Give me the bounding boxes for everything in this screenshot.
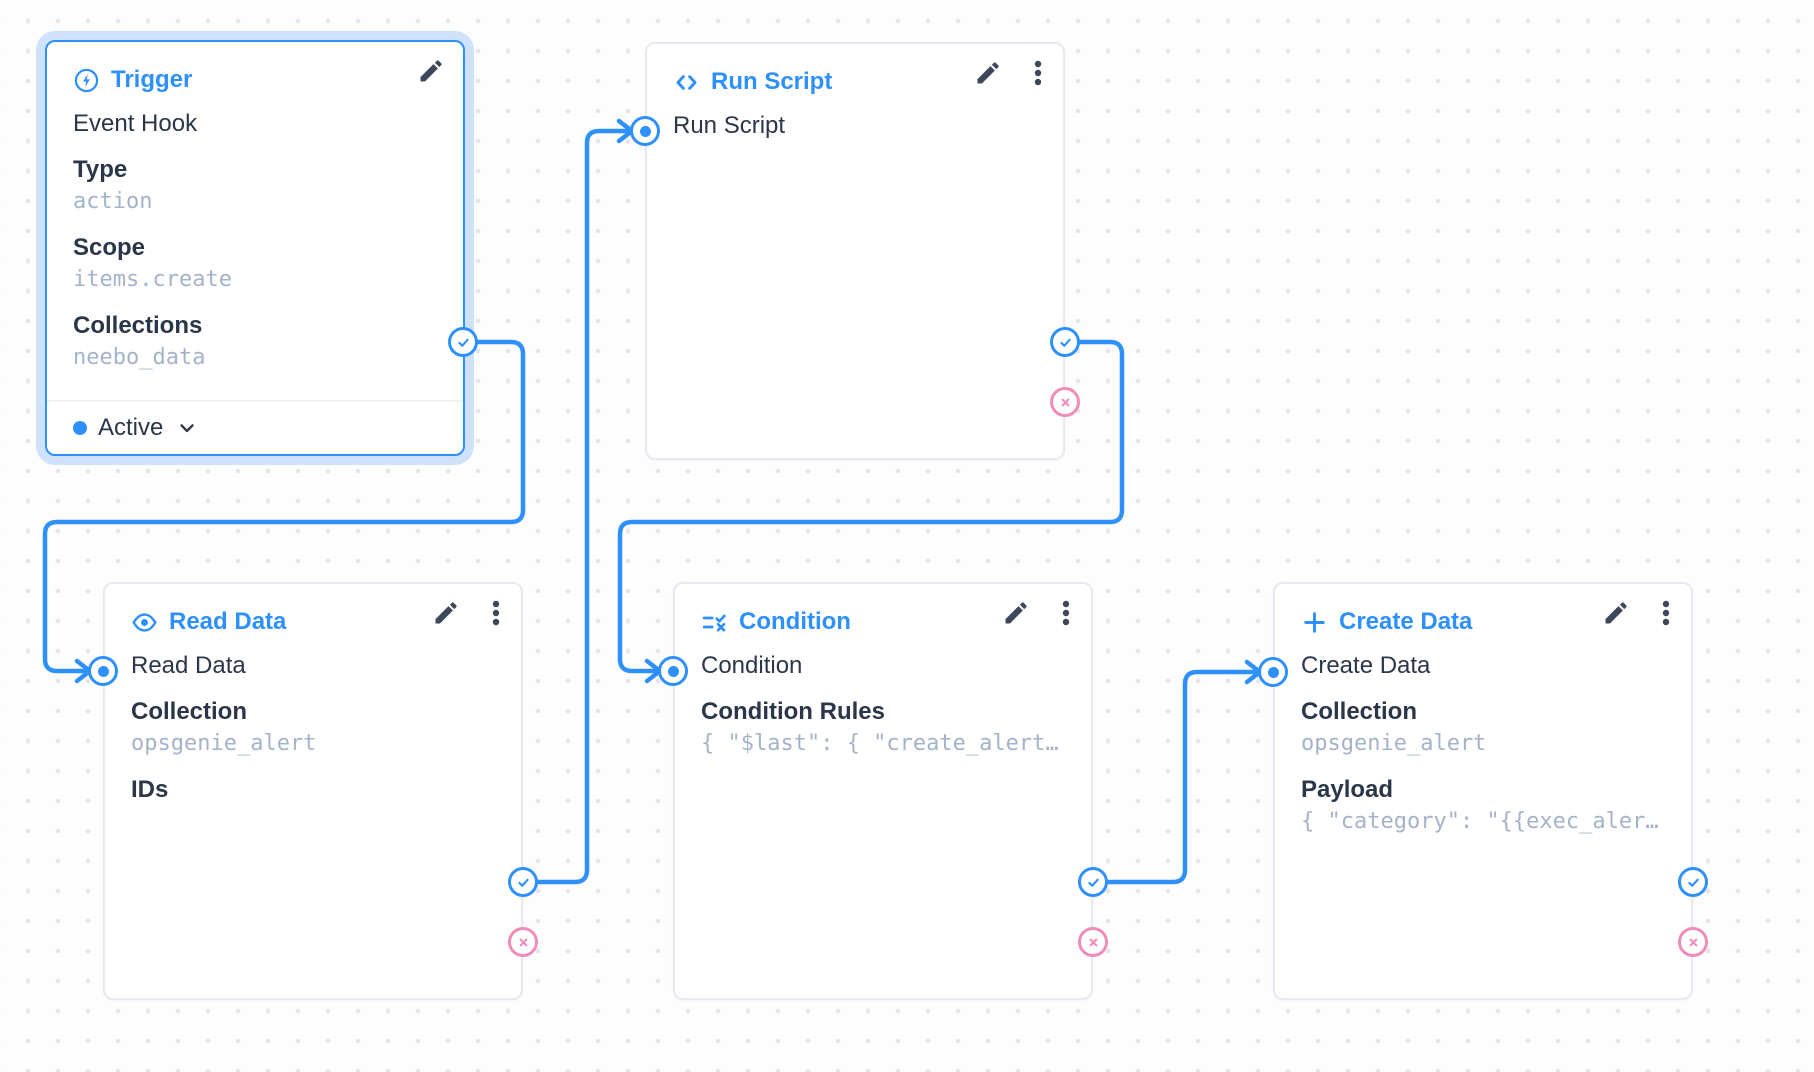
- field-collection: Collection opsgenie_alert: [131, 698, 317, 756]
- plus-icon: [1304, 611, 1325, 633]
- reject-port[interactable]: [1678, 927, 1708, 957]
- status-active-dot: [73, 421, 87, 435]
- check-icon: [1687, 878, 1699, 887]
- resolve-port[interactable]: [508, 867, 538, 897]
- edit-pencil-icon[interactable]: [1602, 599, 1630, 627]
- field-collections: Collections neebo_data: [73, 312, 206, 370]
- operation-name: Run Script: [673, 112, 786, 139]
- edit-pencil-icon[interactable]: [432, 599, 460, 627]
- resolve-port[interactable]: [1050, 327, 1080, 357]
- node-title: Create Data: [1339, 608, 1473, 635]
- code-icon: [676, 74, 697, 90]
- check-icon: [517, 878, 529, 887]
- operation-name: Create Data: [1301, 652, 1431, 679]
- input-port[interactable]: [630, 116, 660, 146]
- more-options-icon[interactable]: [1033, 59, 1043, 87]
- node-title: Read Data: [169, 608, 287, 635]
- resolve-port[interactable]: [448, 327, 478, 357]
- wire-read-data-to-run-script: [535, 128, 631, 885]
- edit-pencil-icon[interactable]: [974, 59, 1002, 87]
- x-icon: [1061, 398, 1069, 406]
- node-title: Run Script: [711, 68, 833, 95]
- operation-name: Event Hook: [73, 110, 198, 137]
- node-create-data-header: Create Data: [1275, 584, 1691, 638]
- check-icon: [1087, 878, 1099, 887]
- node-read-data-body: Read Data Collection opsgenie_alert IDs: [105, 638, 521, 806]
- bolt-circle-icon: [74, 68, 99, 92]
- x-icon: [1689, 938, 1697, 946]
- eye-icon: [132, 612, 157, 632]
- field-type: Type action: [73, 156, 153, 214]
- reject-port[interactable]: [1050, 387, 1080, 417]
- reject-port[interactable]: [508, 927, 538, 957]
- node-title: Condition: [739, 608, 851, 635]
- node-condition[interactable]: Condition Condition Condition Rules { "$…: [673, 582, 1093, 1000]
- node-run-script-header: Run Script: [647, 44, 1063, 98]
- field-ids: IDs: [131, 776, 169, 803]
- field-collection: Collection opsgenie_alert: [1301, 698, 1487, 756]
- node-create-data[interactable]: Create Data Create Data Collection opsge…: [1273, 582, 1693, 1000]
- edit-pencil-icon[interactable]: [417, 57, 445, 85]
- input-port-dot-icon: [1267, 666, 1279, 678]
- check-icon: [1059, 338, 1071, 347]
- node-condition-header: Condition: [675, 584, 1091, 638]
- wire-condition-to-create-data: [1105, 669, 1259, 885]
- x-icon: [1089, 938, 1097, 946]
- resolve-port[interactable]: [1078, 867, 1108, 897]
- operation-name: Read Data: [131, 652, 246, 679]
- operation-name: Condition: [701, 652, 803, 679]
- node-run-script[interactable]: Run Script Run Script: [645, 42, 1065, 460]
- node-run-script-body: Run Script: [647, 98, 1063, 142]
- field-scope: Scope items.create: [73, 234, 232, 292]
- reject-port[interactable]: [1078, 927, 1108, 957]
- node-trigger-header: Trigger: [47, 42, 463, 96]
- node-trigger-body: Event Hook Type action Scope items.creat…: [47, 96, 463, 374]
- node-title: Trigger: [111, 66, 193, 93]
- more-options-icon[interactable]: [1061, 599, 1071, 627]
- more-options-icon[interactable]: [491, 599, 501, 627]
- input-port[interactable]: [658, 656, 688, 686]
- node-trigger[interactable]: Trigger Event Hook Type action Scope ite…: [45, 40, 465, 456]
- x-icon: [519, 938, 527, 946]
- resolve-port[interactable]: [1678, 867, 1708, 897]
- edit-pencil-icon[interactable]: [1002, 599, 1030, 627]
- input-port[interactable]: [88, 656, 118, 686]
- field-payload: Payload { "category": "{{exec_aler…: [1301, 776, 1659, 834]
- input-port[interactable]: [1258, 657, 1288, 687]
- node-read-data[interactable]: Read Data Read Data Collection opsgenie_…: [103, 582, 523, 1000]
- field-condition-rules: Condition Rules { "$last": { "create_ale…: [701, 698, 1059, 756]
- rule-icon: [702, 614, 726, 631]
- check-icon: [457, 338, 469, 347]
- trigger-status-dropdown[interactable]: Active: [47, 400, 463, 454]
- chevron-down-icon: [180, 424, 195, 433]
- input-port-dot-icon: [97, 665, 109, 677]
- status-label: Active: [98, 414, 164, 441]
- more-options-icon[interactable]: [1661, 599, 1671, 627]
- input-port-dot-icon: [667, 665, 679, 677]
- node-condition-body: Condition Condition Rules { "$last": { "…: [675, 638, 1091, 760]
- node-create-data-body: Create Data Collection opsgenie_alert Pa…: [1275, 638, 1691, 838]
- node-read-data-header: Read Data: [105, 584, 521, 638]
- input-port-dot-icon: [639, 125, 651, 137]
